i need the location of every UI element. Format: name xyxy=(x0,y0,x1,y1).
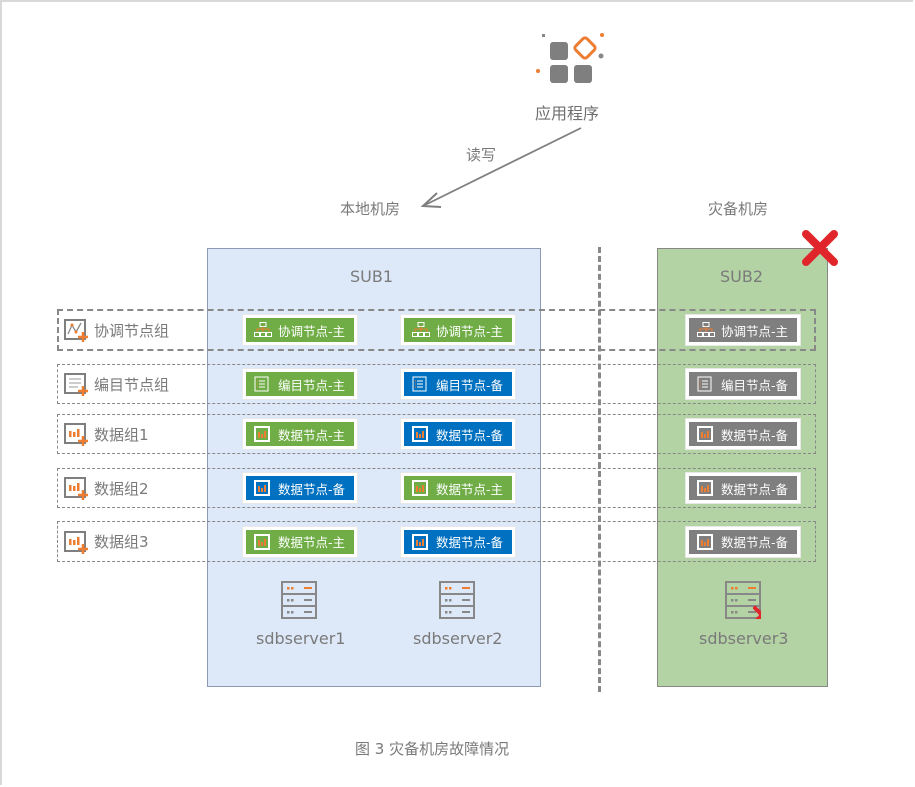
node-label: 数据节点-备 xyxy=(436,427,504,443)
node-box[interactable]: 数据节点-主 xyxy=(401,473,515,503)
node-label: 协调节点-主 xyxy=(278,323,346,339)
server-label: sdbserver3 xyxy=(699,629,789,648)
sub1-title: SUB1 xyxy=(350,267,394,286)
node-box[interactable]: 编目节点-备 xyxy=(686,369,800,399)
node-box[interactable]: 数据节点-备 xyxy=(243,473,357,503)
bar-icon xyxy=(254,533,270,550)
catalog-group-icon xyxy=(64,372,88,396)
node-label: 数据节点-备 xyxy=(721,481,789,497)
hierarchy-icon xyxy=(697,322,715,338)
list-icon xyxy=(254,376,270,392)
node-label: 编目节点-备 xyxy=(436,377,504,393)
node-box[interactable]: 协调节点-主 xyxy=(401,315,515,345)
dr-site-label: 灾备机房 xyxy=(708,200,769,218)
site-divider xyxy=(598,247,601,692)
node-box[interactable]: 数据节点-备 xyxy=(686,526,800,557)
node-label: 协调节点-主 xyxy=(436,323,504,339)
application-icon xyxy=(536,33,604,83)
local-site-label: 本地机房 xyxy=(340,200,401,218)
node-label: 数据节点-备 xyxy=(436,535,504,550)
group-label-text: 编目节点组 xyxy=(94,375,170,394)
list-icon xyxy=(697,376,713,392)
server-icon xyxy=(281,581,317,619)
node-box[interactable]: 数据节点-备 xyxy=(401,526,515,557)
node-box[interactable]: 数据节点-备 xyxy=(686,419,800,449)
group-label: 数据组3 xyxy=(64,530,149,554)
node-group-row xyxy=(57,414,816,454)
group-label-text: 数据组3 xyxy=(94,533,149,551)
sub2-title: SUB2 xyxy=(720,267,764,286)
server-icon xyxy=(725,581,761,619)
group-label-text: 数据组2 xyxy=(94,479,149,498)
node-group-row xyxy=(57,309,816,351)
data-group-icon xyxy=(64,422,88,446)
server-icon xyxy=(439,581,475,619)
group-label: 协调节点组 xyxy=(64,318,169,342)
node-group-row xyxy=(57,468,816,508)
node-label: 数据节点-主 xyxy=(278,535,346,550)
node-box[interactable]: 协调节点-主 xyxy=(686,315,800,345)
hierarchy-icon xyxy=(412,322,430,338)
figure-caption: 图 3 灾备机房故障情况 xyxy=(355,740,510,758)
bar-icon xyxy=(412,480,428,496)
data-group-icon xyxy=(64,530,88,554)
node-label: 编目节点-备 xyxy=(721,377,789,393)
node-label: 数据节点-主 xyxy=(436,481,504,497)
app-label: 应用程序 xyxy=(535,104,600,123)
failure-x-icon xyxy=(802,230,838,266)
group-label-text: 协调节点组 xyxy=(94,321,170,340)
bar-icon xyxy=(254,480,270,496)
node-box[interactable]: 数据节点-主 xyxy=(243,526,357,557)
node-label: 编目节点-主 xyxy=(278,377,346,393)
node-group-row xyxy=(57,364,816,404)
group-label: 数据组2 xyxy=(64,476,149,500)
group-label-text: 数据组1 xyxy=(94,425,149,444)
bar-icon xyxy=(697,426,713,442)
node-label: 数据节点-备 xyxy=(721,427,789,443)
node-label: 数据节点-备 xyxy=(278,481,346,497)
node-box[interactable]: 数据节点-备 xyxy=(401,419,515,449)
node-label: 数据节点-备 xyxy=(721,535,789,550)
group-label: 编目节点组 xyxy=(64,372,169,396)
bar-icon xyxy=(254,426,270,442)
read-write-label: 读写 xyxy=(466,146,497,164)
server-label: sdbserver2 xyxy=(413,629,503,648)
node-label: 协调节点-主 xyxy=(721,323,789,339)
bar-icon xyxy=(697,533,713,550)
data-group-icon xyxy=(64,476,88,500)
node-box[interactable]: 编目节点-备 xyxy=(401,369,515,399)
server-label: sdbserver1 xyxy=(256,629,346,648)
coord-group-icon xyxy=(64,318,88,342)
list-icon xyxy=(412,376,428,392)
server-failure-icon xyxy=(753,606,761,619)
node-box[interactable]: 编目节点-主 xyxy=(243,369,357,399)
bar-icon xyxy=(412,533,428,550)
node-box[interactable]: 协调节点-主 xyxy=(243,315,357,345)
node-box[interactable]: 数据节点-主 xyxy=(243,419,357,449)
arrow-icon xyxy=(420,127,582,208)
node-group-row xyxy=(57,521,816,562)
node-box[interactable]: 数据节点-备 xyxy=(686,473,800,503)
bar-icon xyxy=(412,426,428,442)
group-label: 数据组1 xyxy=(64,422,149,446)
bar-icon xyxy=(697,480,713,496)
hierarchy-icon xyxy=(254,322,272,338)
node-label: 数据节点-主 xyxy=(278,427,346,443)
